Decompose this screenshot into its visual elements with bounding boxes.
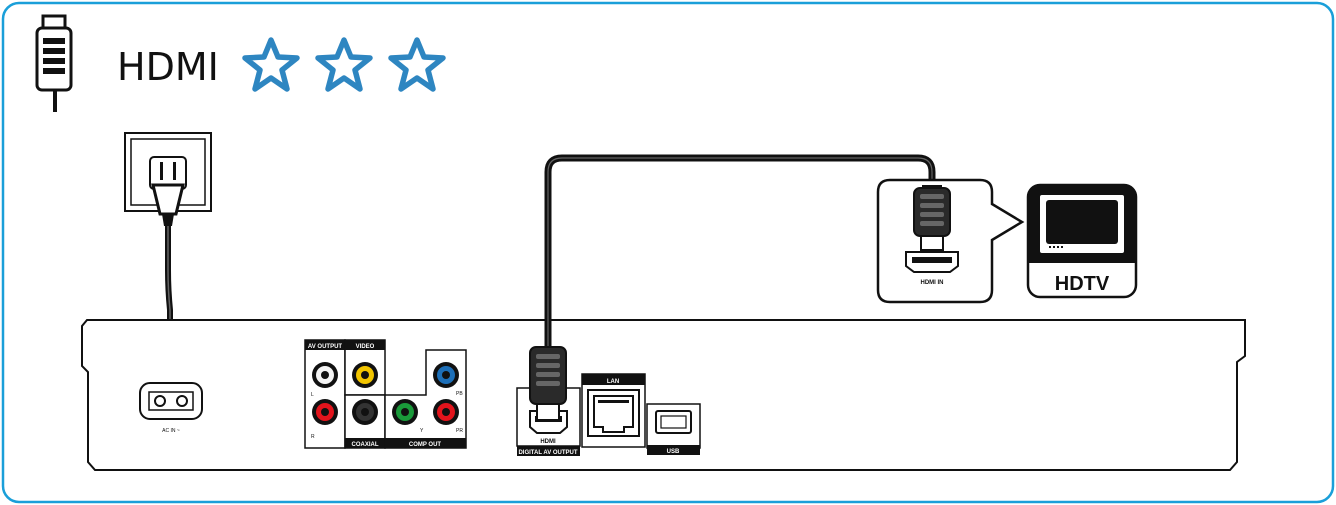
coaxial-jack[interactable] — [352, 399, 378, 425]
digital-av-output-label: DIGITAL AV OUTPUT — [518, 450, 577, 456]
usb-port[interactable] — [655, 410, 692, 434]
audio-left-jack[interactable] — [312, 362, 338, 388]
hdmi-plug-tv-icon — [913, 185, 951, 251]
hdmi-cable — [544, 154, 936, 348]
comp-pr-jack[interactable] — [433, 399, 459, 425]
video-label: VIDEO — [356, 344, 375, 350]
av-output-block — [304, 339, 346, 449]
page-title: HDMI — [117, 45, 219, 89]
hdmi-in-label: HDMI IN — [921, 280, 944, 286]
audio-right-jack[interactable] — [312, 399, 338, 425]
comp-pb-jack[interactable] — [433, 362, 459, 388]
comp-pb-label: PB — [456, 391, 463, 397]
ac-in-socket[interactable] — [139, 382, 203, 420]
lan-label: LAN — [607, 379, 619, 385]
hdtv-icon — [1026, 183, 1138, 299]
rating-star-icon — [388, 37, 446, 92]
audio-left-label: L — [311, 392, 314, 398]
usb-label: USB — [667, 449, 680, 455]
power-plug-icon — [151, 162, 185, 226]
hdmi-plug-icon — [35, 14, 73, 112]
coaxial-label: COAXIAL — [352, 442, 379, 448]
video-jack[interactable] — [352, 362, 378, 388]
hdtv-label: HDTV — [1055, 273, 1110, 295]
rating-stars — [242, 37, 446, 92]
av-output-label: AV OUTPUT — [308, 344, 343, 350]
comp-y-jack[interactable] — [392, 399, 418, 425]
lan-port[interactable] — [587, 389, 640, 437]
rating-star-icon — [242, 37, 300, 92]
rating-star-icon — [315, 37, 373, 92]
digital-av-output-label-bg — [517, 446, 580, 456]
audio-right-label: R — [311, 434, 315, 440]
hdmi-plug-player-icon — [529, 346, 567, 421]
tv-hdmi-in-port[interactable] — [905, 251, 959, 273]
wall-outlet — [124, 132, 212, 212]
comp-out-label: COMP OUT — [409, 442, 442, 448]
comp-pr-label: PR — [456, 428, 463, 434]
power-cord — [165, 226, 173, 345]
hdmi-port-logo: HDMI — [540, 439, 556, 445]
ac-in-label: AC IN ~ — [162, 428, 180, 434]
comp-y-label: Y — [420, 428, 424, 434]
